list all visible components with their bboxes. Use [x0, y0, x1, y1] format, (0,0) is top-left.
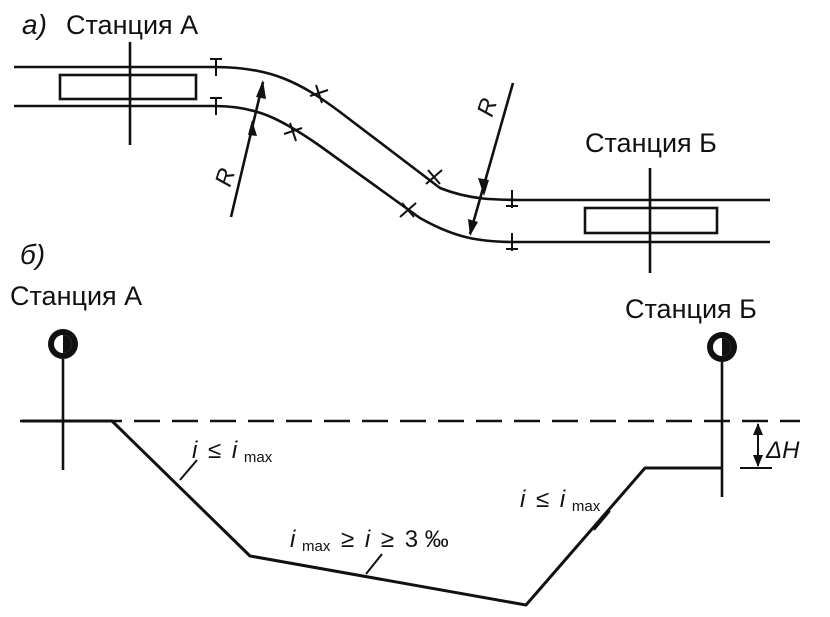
slope-bottom-label: i max ≥ i ≥ 3 ‰: [290, 526, 449, 575]
svg-text:i ≤ i: i ≤ i max: [520, 486, 601, 515]
plan-view: а) Станция А Станция Б R: [14, 9, 770, 273]
lower-rail: [14, 104, 770, 244]
delta-h-label: ΔH: [765, 437, 800, 464]
radius-label-1: R: [210, 165, 241, 190]
slope-left-label: i ≤ i max: [179, 437, 273, 481]
radius-label-2: R: [472, 95, 503, 120]
delta-h-dimension: ΔH: [740, 423, 800, 469]
slope-right-label: i ≤ i max: [520, 486, 611, 531]
svg-text:i max ≥: i max ≥ i ≥ 3 ‰: [290, 526, 449, 557]
profile-station-a-label: Станция А: [10, 281, 142, 311]
radius-arrow-1: R: [210, 80, 266, 218]
track-profile-line: [22, 419, 722, 607]
profile-view: б) Станция А Станция Б ΔH: [10, 239, 800, 607]
profile-station-b-label: Станция Б: [625, 294, 757, 324]
upper-rail: [14, 65, 770, 202]
plan-station-b-label: Станция Б: [585, 128, 717, 158]
signal-a-icon: [48, 329, 78, 470]
part-a-label: а): [22, 9, 47, 40]
station-a-platform: [58, 73, 198, 101]
svg-text:i ≤ i: i ≤ i max: [192, 437, 273, 466]
rail-joints: [210, 58, 518, 251]
signal-b-icon: [707, 332, 737, 497]
radius-arrow-2: R: [468, 82, 515, 236]
part-b-label: б): [20, 239, 45, 270]
plan-station-a-label: Станция А: [66, 10, 198, 40]
